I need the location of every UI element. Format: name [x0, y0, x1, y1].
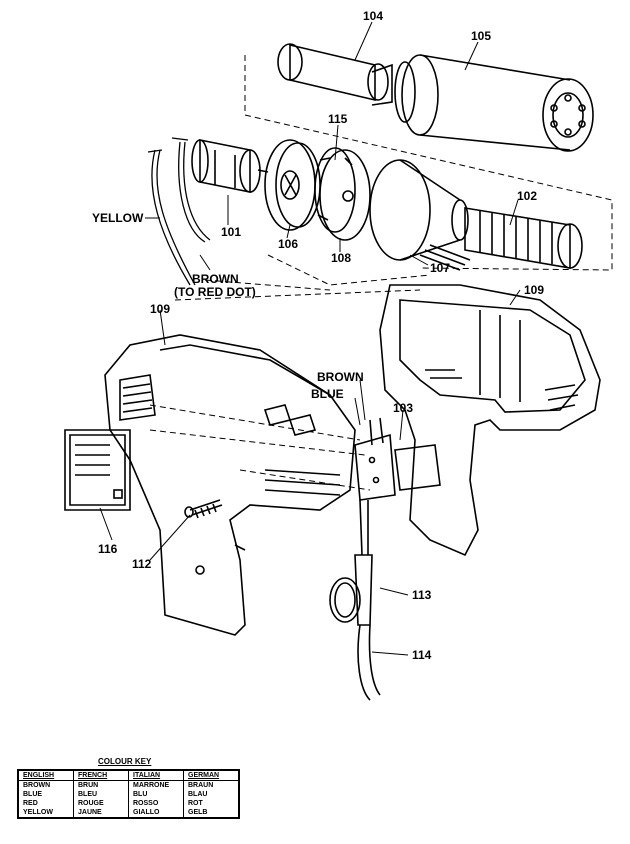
- part-label-108: 108: [331, 251, 352, 265]
- colour-key-row: RED ROUGE ROSSO ROT: [18, 799, 240, 808]
- outer-barrel-105: [394, 54, 594, 152]
- part-label-109-right: 109: [524, 283, 545, 297]
- colour-key-title: COLOUR KEY: [98, 757, 152, 766]
- wire-label-to-red-dot: (TO RED DOT): [174, 285, 256, 299]
- screw-112: [184, 499, 223, 519]
- wire-label-brown-motor: BROWN: [192, 272, 239, 286]
- colour-key-header: ITALIAN: [128, 770, 184, 781]
- colour-key-cell: JAUNE: [73, 808, 129, 818]
- colour-key-row: BROWN BRUN MARRONE BRAUN: [18, 780, 240, 790]
- colour-key-header: ENGLISH: [18, 770, 74, 781]
- colour-key-cell: ROSSO: [128, 799, 184, 808]
- side-panel-116: [64, 429, 131, 511]
- colour-key-cell: BLUE: [18, 790, 74, 799]
- part-label-104: 104: [363, 9, 384, 23]
- leader-lines: [99, 21, 521, 656]
- colour-key-cell: GELB: [183, 808, 240, 818]
- fan-115: [314, 147, 356, 233]
- colour-key-cell: BLEU: [73, 790, 129, 799]
- dashed-assembly-frame: [149, 55, 613, 491]
- wire-label-blue-switch: BLUE: [311, 387, 344, 401]
- colour-key-table: ENGLISH FRENCH ITALIAN GERMAN BROWN BRUN…: [17, 769, 240, 819]
- part-label-112: 112: [132, 557, 152, 571]
- part-label-101: 101: [221, 225, 242, 239]
- part-label-116: 116: [98, 542, 118, 556]
- colour-key-cell: GIALLO: [128, 808, 184, 818]
- colour-key-cell: RED: [18, 799, 74, 808]
- colour-key-cell: BROWN: [18, 780, 74, 790]
- part-label-103: 103: [393, 401, 414, 415]
- power-cable-114: [357, 624, 381, 701]
- part-label-114: 114: [412, 648, 432, 662]
- part-label-115: 115: [328, 112, 348, 126]
- colour-key-cell: BLU: [128, 790, 184, 799]
- colour-key-cell: MARRONE: [128, 780, 184, 790]
- colour-key-row: BLUE BLEU BLU BLAU: [18, 790, 240, 799]
- switch-103: [354, 417, 441, 501]
- part-label-113: 113: [412, 588, 432, 602]
- colour-key-header: FRENCH: [73, 770, 129, 781]
- wire-label-yellow: YELLOW: [92, 211, 144, 225]
- part-label-107: 107: [430, 261, 451, 275]
- colour-key-header-row: ENGLISH FRENCH ITALIAN GERMAN: [18, 770, 240, 781]
- colour-key-row: YELLOW JAUNE GIALLO GELB: [18, 808, 240, 818]
- motor-wires: [147, 137, 211, 286]
- fan-housing-106: [264, 139, 321, 231]
- motor-101: [191, 139, 269, 193]
- heating-element-102: [464, 207, 583, 269]
- wire-label-brown-switch: BROWN: [317, 370, 364, 384]
- part-label-105: 105: [471, 29, 492, 43]
- colour-key-cell: ROUGE: [73, 799, 129, 808]
- colour-key-cell: YELLOW: [18, 808, 74, 818]
- part-label-102: 102: [517, 189, 538, 203]
- part-label-109-left: 109: [150, 302, 171, 316]
- baffle-107: [369, 159, 471, 271]
- housing-half-right-109: [379, 284, 601, 557]
- colour-key-cell: ROT: [183, 799, 240, 808]
- colour-key-cell: BRAUN: [183, 780, 240, 790]
- part-label-106: 106: [278, 237, 299, 251]
- cord-guard-113: [329, 499, 373, 626]
- colour-key-header: GERMAN: [183, 770, 240, 781]
- colour-key-cell: BLAU: [183, 790, 240, 799]
- colour-key-cell: BRUN: [73, 780, 129, 790]
- disc-108: [319, 149, 371, 241]
- housing-half-left-109: [104, 334, 356, 636]
- inner-tube-104: [277, 43, 393, 106]
